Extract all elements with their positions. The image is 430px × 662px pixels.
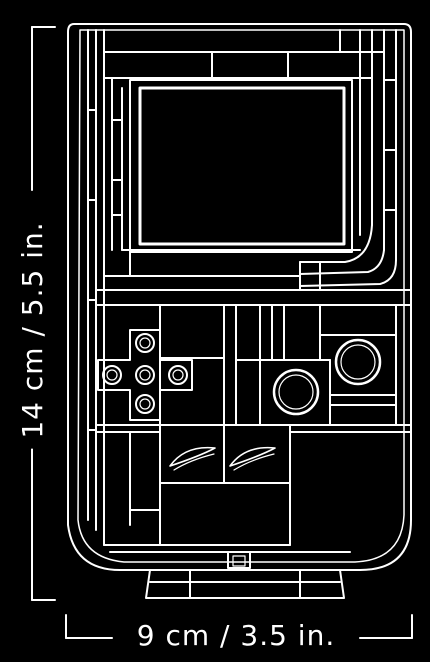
start-button (229, 446, 276, 467)
console-drawing (67, 23, 412, 599)
a-b-buttons (272, 338, 382, 416)
b-button (272, 368, 320, 416)
display-stand (145, 551, 345, 599)
d-pad (97, 329, 193, 421)
select-button (169, 446, 216, 467)
width-dimension-label: 9 cm / 3.5 in. (128, 622, 344, 650)
screen-bezel (129, 79, 353, 253)
height-dimension-label: 14 cm / 5.5 in. (16, 211, 49, 449)
height-dimension-bracket (31, 26, 56, 601)
width-dimension-bracket (65, 614, 413, 639)
console-outer-shell (67, 23, 412, 571)
screen-corner-curve (299, 259, 397, 287)
screen (138, 86, 346, 246)
console-inner-shell (77, 29, 405, 563)
a-button (334, 338, 382, 386)
